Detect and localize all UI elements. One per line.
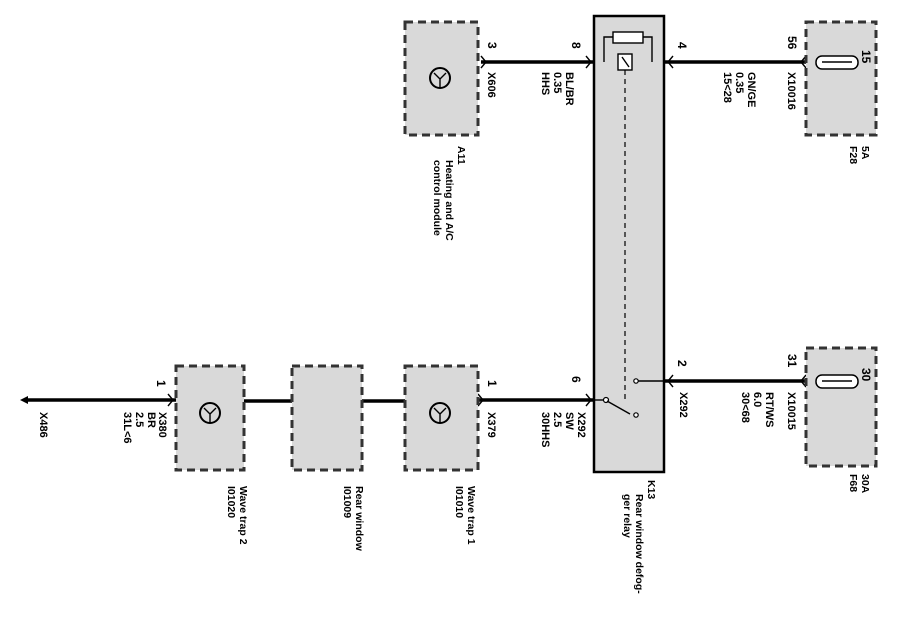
wire-15-28-size: 0.35 [733,72,745,93]
connector-x10016 [800,55,807,69]
relay-name-1: Rear window defog- [633,494,645,594]
connector-x380 [167,393,174,407]
connector-x292-right [667,374,674,388]
relay-switch-contact [606,400,631,415]
trap1-pin: 1 [485,380,499,387]
trap2-connector: X380 [156,412,168,438]
fuse-f28-connector: X10016 [785,72,797,110]
wire-15-28-color: GN/GE [745,72,757,107]
module-pin: 3 [485,42,499,49]
relay-id: K13 [645,480,657,499]
relay-name-2: ger relay [621,494,633,538]
module-connector: X606 [485,72,497,98]
trap2-pin: 1 [154,380,168,387]
wire-31l-6-color: BR [145,412,157,428]
trap2-id: I01020 [225,486,237,518]
fuse-f68-id: F68 [847,474,859,492]
wire-31l-6-size: 2.5 [133,412,145,427]
fuse-f68-pin-inner: 30 [859,368,873,382]
fuse-f28-id: F28 [847,146,859,164]
window-id: I01009 [341,486,353,518]
fuse-f68-rating: 30A [859,474,871,494]
wire-hhs-size: 0.35 [551,72,563,93]
wire-hhs-label: HHS [539,72,551,95]
connector-x606 [480,55,487,69]
trap2-name: Wave trap 2 [237,486,249,545]
relay-pin-8: 8 [569,42,583,49]
rear-window-defogger-relay[interactable] [592,14,666,474]
relay-pin-6: 6 [569,376,583,383]
fuse-f68-connector: X10015 [785,392,797,430]
ground-connector: X486 [37,412,49,438]
fuse-f68[interactable] [804,346,878,468]
connector-x379 [477,393,484,407]
antenna-icon [203,407,217,422]
relay-connector-right: X292 [677,392,689,418]
wave-trap-2[interactable] [174,364,246,472]
wire-15-28-label: 15<28 [721,72,733,103]
fuse-f28-rating: 5A [859,146,871,160]
wire-30-68-label: 30<68 [739,392,751,423]
fuse-f68-pin-outer: 31 [785,354,799,368]
wire-30hhs-color: SW [563,412,575,430]
fuse-f28[interactable] [804,20,878,137]
relay-connector-left: X292 [575,412,587,438]
wire-hhs-color: BL/BR [563,72,575,106]
wave-trap-1[interactable] [403,364,480,472]
trap1-id: I01010 [453,486,465,518]
trap1-connector: X379 [485,412,497,438]
wire-30hhs-label: 30HHS [539,412,551,447]
fuse-f28-pin-inner: 15 [859,50,873,64]
relay-pin-2: 2 [675,360,689,367]
antenna-icon [433,72,447,87]
relay-pin-4: 4 [675,42,689,49]
wire-31l-6-label: 31L<6 [121,412,133,444]
module-name-1: Heating and A/C [443,160,455,241]
wire-30-68-color: RT/WS [763,392,775,427]
module-name-2: control module [431,160,443,236]
connector-x10015 [800,374,807,388]
window-name: Rear window [353,486,365,552]
connector-x292-left [585,393,592,407]
module-id: A11 [455,146,467,165]
heating-ac-control-module[interactable] [403,20,480,137]
trap1-name: Wave trap 1 [465,486,477,545]
rear-window[interactable] [290,364,364,472]
wire-30-68-size: 6.0 [751,392,763,407]
fuse-f28-pin-outer: 56 [785,36,799,50]
ground-arrow-icon [20,396,28,404]
relay-coil-resistor [612,31,644,44]
antenna-icon [433,407,447,422]
wire-30hhs-size: 2.5 [551,412,563,427]
